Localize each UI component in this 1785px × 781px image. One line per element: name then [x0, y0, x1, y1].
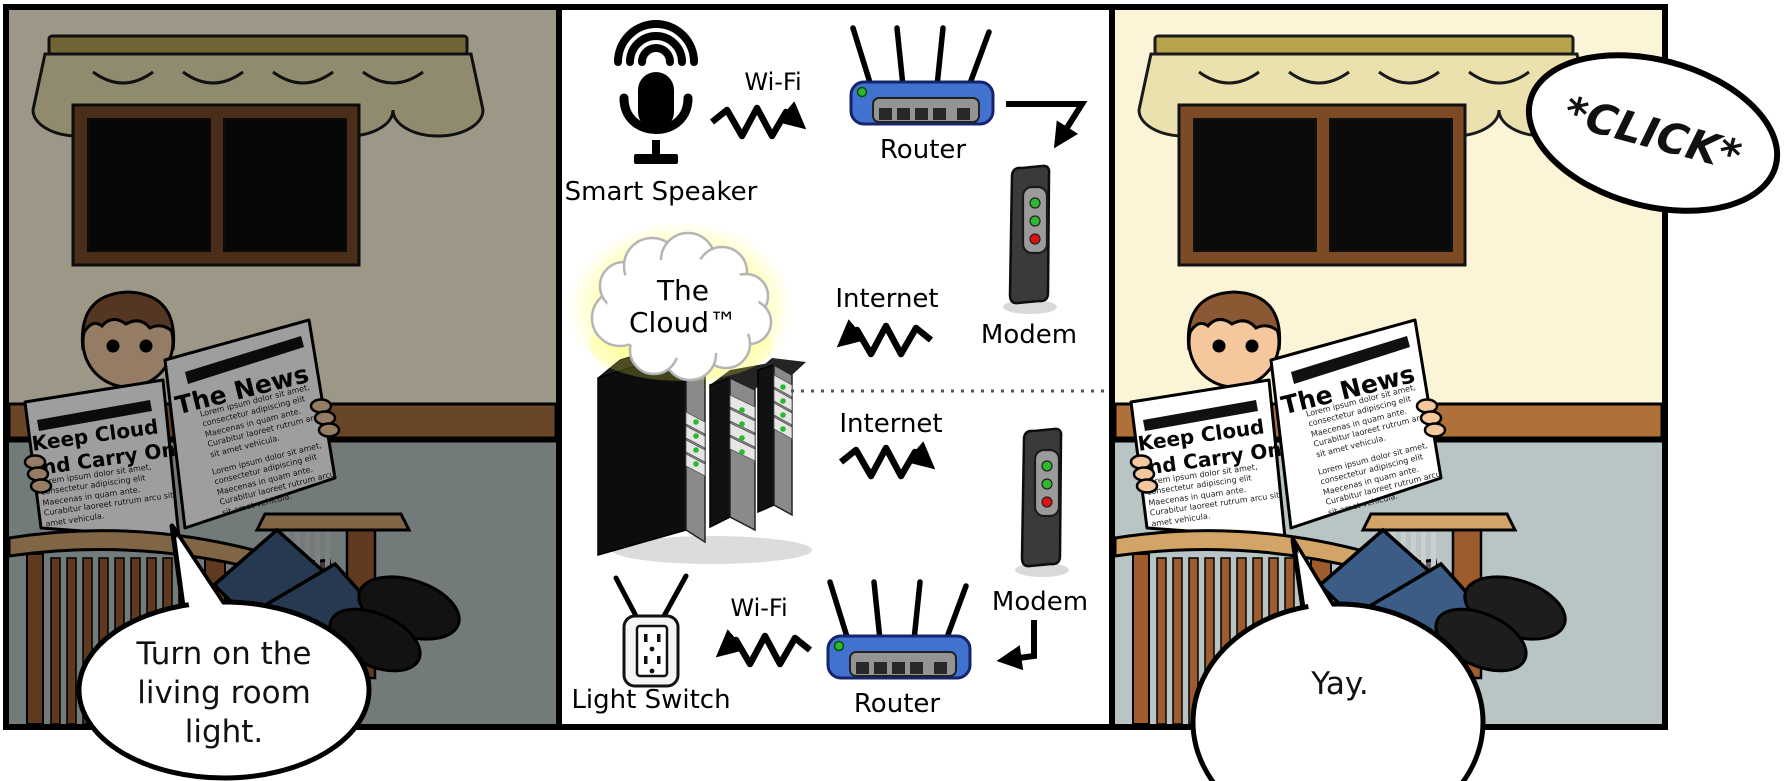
armrest-cap — [254, 512, 412, 532]
comic-frame: The News Lorem ipsum dolor sit amet, con… — [3, 4, 1668, 730]
dark-room-scene: The News Lorem ipsum dolor sit amet, con… — [9, 10, 556, 724]
speech-bubble-command: Turn on the living room light. — [76, 523, 372, 781]
wifi-zigzag-arrow-left — [722, 636, 810, 664]
speech-bubble-response: Yay. — [1190, 537, 1486, 781]
command-line1: Turn on the — [136, 636, 312, 672]
router-icon — [828, 582, 970, 678]
panel-dark-room: The News Lorem ipsum dolor sit amet, con… — [9, 10, 556, 724]
bubble-body — [76, 599, 372, 781]
light-switch-icon — [613, 573, 689, 688]
smart-speaker-label: Smart Speaker — [565, 177, 758, 207]
window — [1177, 103, 1467, 267]
modem-icon — [1013, 427, 1071, 579]
person — [1186, 290, 1282, 389]
fold-mark — [185, 336, 304, 384]
wifi-zigzag-arrow-right — [712, 108, 800, 136]
internet-zigzag-arrow-left — [843, 326, 931, 354]
modem-icon — [1001, 164, 1059, 316]
microphone-icon — [614, 20, 698, 164]
armrest-cap — [1360, 512, 1518, 532]
hands — [23, 398, 341, 494]
panel-network-diagram: Smart Speaker Wi-Fi Router Modem Interne… — [556, 10, 1115, 724]
network-diagram: Smart Speaker Wi-Fi Router Modem Interne… — [565, 20, 1107, 719]
modem-top-label: Modem — [981, 320, 1077, 350]
wired-elbow-arrow — [1006, 101, 1088, 149]
command-line3: light. — [185, 714, 264, 750]
router-icon — [851, 28, 993, 124]
fold-mark — [37, 400, 152, 431]
eye-left — [106, 339, 120, 353]
sfx-bubble: *CLICK* — [1525, 52, 1781, 214]
newspaper: The News Lorem ipsum dolor sit amet, con… — [1129, 318, 1447, 540]
eye-right — [1245, 339, 1259, 353]
cloud-label-line2: Cloud™ — [629, 306, 737, 339]
internet-top-label: Internet — [835, 284, 938, 314]
newspaper: The News Lorem ipsum dolor sit amet, con… — [23, 318, 341, 540]
cloud-label-line1: The — [656, 274, 709, 307]
cloud-icon: The Cloud™ — [590, 231, 773, 382]
wifi-top-label: Wi-Fi — [744, 68, 801, 96]
bubble-body — [1190, 601, 1486, 781]
wifi-bottom-label: Wi-Fi — [730, 594, 787, 622]
legs — [1317, 527, 1567, 675]
light-switch-label: Light Switch — [571, 685, 730, 715]
antennas — [613, 573, 689, 619]
internet-bottom-label: Internet — [839, 409, 942, 439]
hair — [1186, 290, 1282, 351]
eye-left — [1212, 339, 1226, 353]
router-top-label: Router — [880, 135, 966, 165]
response-text: Yay. — [1310, 666, 1368, 702]
eye-right — [139, 339, 153, 353]
command-line2: living room — [137, 675, 311, 711]
modem-bottom-label: Modem — [992, 587, 1088, 617]
sound-waves-icon — [614, 20, 698, 66]
wired-elbow-arrow — [996, 620, 1037, 671]
fold-mark — [1291, 336, 1410, 384]
internet-zigzag-arrow-right — [841, 448, 929, 476]
hands — [1129, 398, 1447, 494]
tail-fill — [1298, 550, 1342, 632]
router-bottom-label: Router — [854, 689, 940, 719]
lit-room-scene: The News Lorem ipsum dolor sit amet, con… — [1115, 10, 1662, 724]
fold-mark — [1143, 400, 1258, 431]
window — [71, 103, 361, 267]
hair — [80, 290, 176, 351]
tail-fill — [177, 536, 224, 617]
bubble-body — [1525, 52, 1781, 214]
person — [80, 290, 176, 389]
